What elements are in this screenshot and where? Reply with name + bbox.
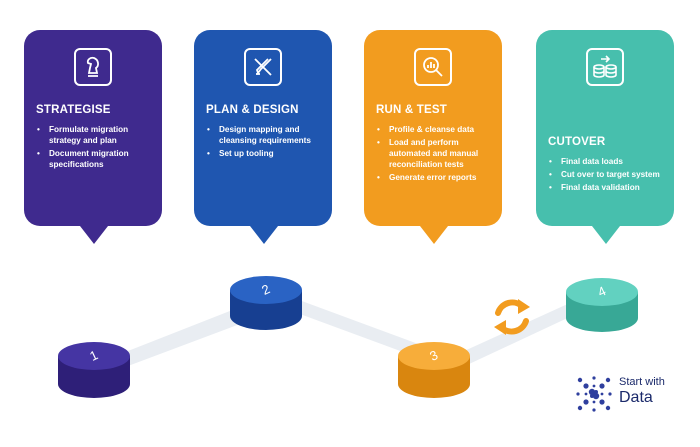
step-puck-3: 3 <box>398 342 470 398</box>
bullet-item: Final data validation <box>548 182 668 193</box>
logo-mark-icon <box>576 376 612 412</box>
ribbon-1-2 <box>100 300 272 372</box>
stage-card-run-test: RUN & TEST Profile & cleanse data Load a… <box>364 30 502 244</box>
bullet-item: Load and perform automated and manual re… <box>376 137 496 170</box>
bullet-item: Profile & cleanse data <box>376 124 496 135</box>
start-with-data-logo: Start with Data <box>572 372 684 416</box>
pencil-ruler-icon <box>244 48 282 86</box>
database-transfer-icon <box>586 48 624 86</box>
stage-bullets: Final data loads Cut over to target syst… <box>548 156 668 195</box>
stage-title: CUTOVER <box>548 136 606 148</box>
ribbon-3-4 <box>440 292 606 372</box>
bullet-item: Cut over to target system <box>548 169 668 180</box>
bullet-item: Formulate migration strategy and plan <box>36 124 156 146</box>
path-ribbons <box>100 290 606 372</box>
chess-piece-icon <box>74 48 112 86</box>
stage-card-plan-design: PLAN & DESIGN Design mapping and cleansi… <box>194 30 332 244</box>
logo-text: Start with Data <box>619 375 665 406</box>
stage-bullets: Profile & cleanse data Load and perform … <box>376 124 496 185</box>
refresh-arrows-icon <box>494 299 530 335</box>
stage-bullets: Formulate migration strategy and plan Do… <box>36 124 156 172</box>
logo-line-1: Start with <box>619 376 665 388</box>
stage-title: STRATEGISE <box>36 104 111 116</box>
stage-title: RUN & TEST <box>376 104 447 116</box>
step-puck-4: 4 <box>566 278 638 332</box>
bullet-item: Final data loads <box>548 156 668 167</box>
stage-card-strategise: STRATEGISE Formulate migration strategy … <box>24 30 162 244</box>
stage-title: PLAN & DESIGN <box>206 104 299 116</box>
stage-bullets: Design mapping and cleansing requirement… <box>206 124 326 161</box>
bullet-item: Design mapping and cleansing requirement… <box>206 124 326 146</box>
magnifier-chart-icon <box>414 48 452 86</box>
bullet-item: Set up tooling <box>206 148 326 159</box>
logo-line-2: Data <box>619 389 653 406</box>
bullet-item: Generate error reports <box>376 172 496 183</box>
stage-card-cutover: CUTOVER Final data loads Cut over to tar… <box>536 30 674 244</box>
ribbon-2-3 <box>262 290 440 362</box>
bullet-item: Document migration specifications <box>36 148 156 170</box>
step-puck-2: 2 <box>230 276 302 330</box>
step-puck-1: 1 <box>58 342 130 398</box>
